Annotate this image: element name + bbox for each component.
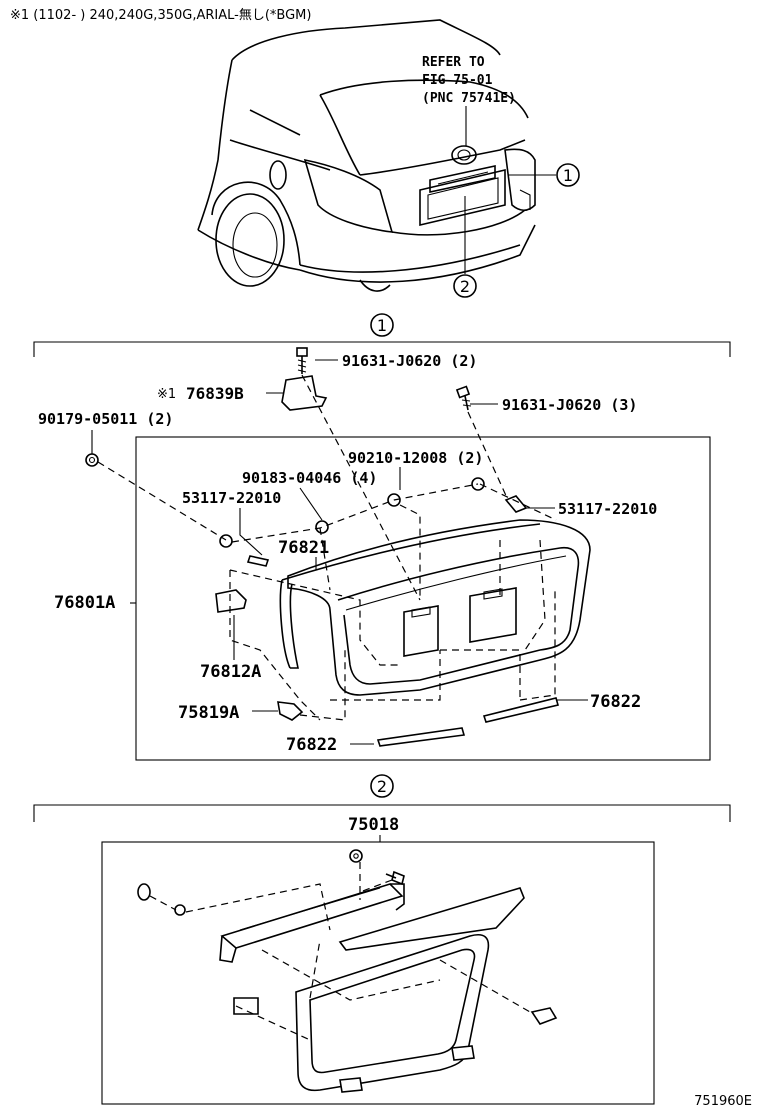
callout-2-number: 2 bbox=[460, 277, 470, 296]
section1-fasteners bbox=[85, 347, 528, 721]
figure-code: 751960E bbox=[694, 1094, 752, 1109]
part-90179-05011: 90179-05011 (2) bbox=[38, 410, 173, 428]
section2-bracket bbox=[33, 804, 731, 822]
license-plate-bracket-assembly bbox=[137, 849, 558, 1093]
callout-1-number: 1 bbox=[563, 166, 573, 185]
refer-note-line1: REFER TO bbox=[422, 55, 485, 70]
section2-frame bbox=[101, 841, 655, 1105]
part-90183-04046: 90183-04046 (4) bbox=[242, 469, 377, 487]
part-53117-22010-right: 53117-22010 bbox=[558, 500, 657, 518]
callout-circle-2 bbox=[453, 274, 477, 298]
part-76821: 76821 bbox=[278, 538, 329, 558]
part-75018: 75018 bbox=[348, 815, 399, 835]
section2-dashed-lines bbox=[149, 862, 531, 1041]
part-75819A: 75819A bbox=[178, 703, 239, 723]
part-90210-12008: 90210-12008 (2) bbox=[348, 449, 483, 467]
part-91631-J0620-3: 91631-J0620 (3) bbox=[502, 396, 637, 414]
car-rear-illustration bbox=[197, 19, 536, 292]
section1-frame bbox=[135, 436, 711, 761]
part-76822-right: 76822 bbox=[590, 692, 641, 712]
section2-marker bbox=[370, 774, 394, 798]
refer-note-line3: (PNC 75741E) bbox=[422, 91, 516, 106]
refer-note-line2: FIG 75-01 bbox=[422, 73, 493, 88]
part-76839B-prefix: ※1 bbox=[157, 387, 176, 402]
part-76812A: 76812A bbox=[200, 662, 261, 682]
section1-garnish bbox=[279, 519, 591, 747]
section1-marker-number: 1 bbox=[377, 316, 387, 335]
section1-bracket bbox=[33, 341, 731, 357]
callout-circle-1 bbox=[556, 163, 580, 187]
part-76839B: 76839B bbox=[186, 384, 244, 403]
section1-marker bbox=[370, 313, 394, 337]
section1-leaders bbox=[91, 359, 588, 745]
part-53117-22010-left: 53117-22010 bbox=[182, 489, 281, 507]
header-note: ※1 (1102- ) 240,240G,350G,ARIAL-無し(*BGM) bbox=[10, 8, 311, 23]
section2-marker-number: 2 bbox=[377, 777, 387, 796]
part-76822-left: 76822 bbox=[286, 735, 337, 755]
part-91631-J0620-2: 91631-J0620 (2) bbox=[342, 352, 477, 370]
part-76801A: 76801A bbox=[54, 593, 115, 613]
